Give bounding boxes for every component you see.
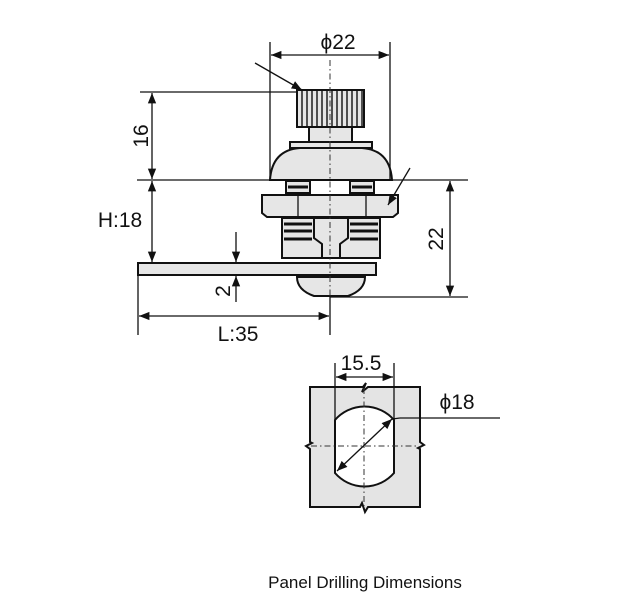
body-height-22-label: 22 (425, 227, 448, 250)
shaft (313, 217, 349, 259)
thread-lines (284, 222, 378, 241)
panel-drilling-caption: Panel Drilling Dimensions (268, 573, 462, 592)
dimension-lines (137, 42, 468, 335)
panel-drilling-view (304, 363, 500, 515)
dome-cap (268, 147, 394, 181)
knob-height-16-label: 16 (130, 124, 153, 147)
washers (285, 180, 375, 194)
cam-thickness-2-label: 2 (212, 285, 235, 297)
length-35-label: L:35 (218, 323, 259, 346)
bottom-screw (295, 276, 367, 297)
height-18-label: H:18 (98, 209, 142, 232)
diameter-22-label: ϕ22 (320, 31, 355, 54)
cam-plate (137, 262, 377, 276)
knurling (301, 90, 363, 127)
width-15-5-label: 15.5 (341, 352, 382, 375)
diameter-18-label: ϕ18 (439, 391, 474, 414)
hex-nut (261, 194, 399, 218)
